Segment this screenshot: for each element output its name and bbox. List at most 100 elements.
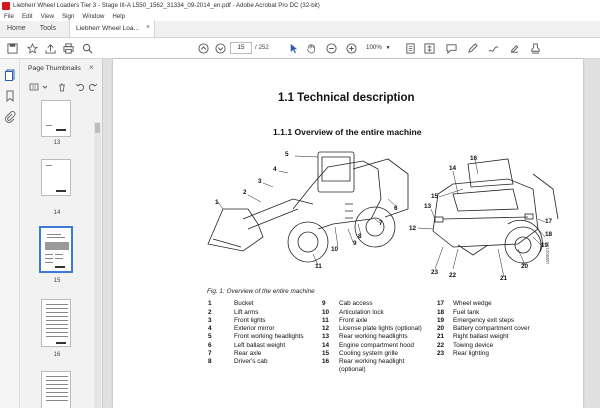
scroll-mode-icon[interactable] (423, 42, 436, 55)
menu-window[interactable]: Window (82, 12, 105, 20)
next-page-icon[interactable] (214, 42, 227, 55)
legend-number: 3 (208, 317, 212, 324)
callout-19: 19 (541, 242, 549, 249)
tab-tools[interactable]: Tools (39, 25, 57, 32)
legend-number: 19 (437, 317, 445, 324)
legend-number: 2 (208, 309, 212, 316)
close-icon[interactable]: × (89, 63, 94, 72)
zoom-out-icon[interactable] (325, 42, 338, 55)
legend-number: 13 (322, 333, 330, 340)
legend-number: 4 (208, 325, 212, 332)
legend-text: Rear working headlights (339, 333, 408, 340)
callout-14: 14 (449, 165, 457, 172)
draw-icon[interactable] (487, 42, 500, 55)
thumbnail-tools (26, 82, 100, 94)
highlight-pen-icon[interactable] (466, 42, 479, 55)
callout-9: 9 (353, 240, 357, 247)
legend-text: Emergency exit steps (453, 317, 515, 324)
fill-sign-icon[interactable] (508, 42, 521, 55)
legend-text: Battery compartment cover (453, 325, 530, 332)
legend-number: 12 (322, 325, 330, 332)
legend-number: 16 (322, 358, 330, 365)
legend-number: 21 (437, 333, 445, 340)
stamp-icon[interactable] (529, 42, 542, 55)
callout-11: 11 (315, 263, 322, 270)
zoom-level-select[interactable]: 100% ▼ (366, 42, 396, 54)
zoom-in-icon[interactable] (345, 42, 358, 55)
page-thumbnail[interactable] (41, 299, 71, 347)
page-thumbnail-selected[interactable] (39, 226, 73, 273)
pdf-page: 1.1 Technical description 1.1.1 Overview… (113, 59, 583, 408)
save-icon[interactable] (6, 42, 19, 55)
legend-text: Rear lighting (453, 350, 489, 357)
thumbnail-page-number: 14 (53, 210, 61, 216)
page-thumbnail[interactable] (41, 371, 71, 408)
callout-2: 2 (243, 189, 247, 196)
thumbnails-scrollbar[interactable] (94, 122, 101, 408)
callout-16: 16 (470, 155, 478, 162)
legend-text: (optional) (339, 366, 366, 373)
callout-1: 1 (215, 199, 219, 206)
delete-page-icon[interactable] (57, 82, 67, 92)
legend-number: 23 (437, 350, 445, 357)
tab-document-label: Liebherr Wheel Loa... (76, 25, 140, 32)
chevron-down-icon[interactable] (40, 82, 50, 92)
legend-number: 20 (437, 325, 445, 332)
bookmarks-icon[interactable] (4, 90, 16, 103)
comment-icon[interactable] (445, 42, 458, 55)
print-icon[interactable] (62, 42, 75, 55)
tab-bar: Home Tools Liebherr Wheel Loa... × (0, 20, 600, 38)
search-icon[interactable] (81, 42, 94, 55)
tab-close-icon[interactable]: × (145, 24, 151, 31)
callout-8: 8 (358, 233, 362, 240)
page-thumbnail[interactable] (41, 159, 71, 196)
chevron-down-icon: ▼ (385, 45, 391, 51)
legend-text: License plate lights (optional) (339, 325, 422, 332)
legend-number: 10 (322, 309, 330, 316)
hand-tool-icon[interactable] (305, 42, 318, 55)
subsection-heading: 1.1.1 Overview of the entire machine (273, 127, 422, 137)
legend-number: 17 (437, 300, 445, 307)
callout-7: 7 (379, 220, 383, 227)
menu-help[interactable]: Help (112, 12, 126, 20)
callout-23: 23 (431, 269, 439, 276)
legend-number: 18 (437, 309, 445, 316)
legend-text: Cab access (339, 300, 373, 307)
figure-id: LWB02123 (545, 242, 550, 264)
zoom-level-value: 100% (366, 44, 382, 51)
menu-edit[interactable]: Edit (21, 12, 33, 20)
rotate-left-icon[interactable] (75, 82, 85, 92)
bookmark-star-icon[interactable] (26, 42, 39, 55)
menu-sign[interactable]: Sign (61, 12, 75, 20)
page-thumbnails-icon[interactable] (4, 69, 16, 81)
legend-text: Rear axle (234, 350, 262, 357)
callout-17: 17 (545, 218, 553, 225)
legend-text: Exterior mirror (234, 325, 275, 332)
tab-document[interactable]: Liebherr Wheel Loa... × (69, 20, 156, 37)
rotate-right-icon[interactable] (88, 82, 98, 92)
menu-file[interactable]: File (4, 12, 14, 20)
document-viewer[interactable]: 1.1 Technical description 1.1.1 Overview… (103, 59, 600, 408)
page-thumbnails-panel: Page Thumbnails × 13 14 (20, 59, 103, 408)
legend-number: 7 (208, 350, 212, 357)
previous-page-icon[interactable] (197, 42, 210, 55)
thumbnail-options-icon[interactable] (29, 82, 39, 92)
callout-21: 21 (500, 275, 508, 282)
legend-text: Front working headlights (234, 333, 304, 340)
page-number-input[interactable]: 15 (230, 42, 252, 54)
callout-5: 5 (285, 151, 289, 158)
fit-page-icon[interactable] (404, 42, 417, 55)
page-thumbnail[interactable] (41, 100, 71, 137)
attachments-icon[interactable] (4, 111, 16, 123)
select-cursor-icon[interactable] (287, 42, 300, 55)
legend-number: 5 (208, 333, 212, 340)
legend-number: 8 (208, 358, 212, 365)
navigation-rail (0, 59, 20, 408)
legend-text: Articulation lock (339, 309, 384, 316)
callout-20: 20 (521, 263, 529, 270)
upload-icon[interactable] (44, 42, 57, 55)
menu-bar: File Edit View Sign Window Help (0, 11, 600, 21)
menu-view[interactable]: View (40, 12, 54, 20)
tab-home[interactable]: Home (7, 25, 26, 32)
thumbnails-scrollbar-thumb[interactable] (95, 123, 100, 133)
